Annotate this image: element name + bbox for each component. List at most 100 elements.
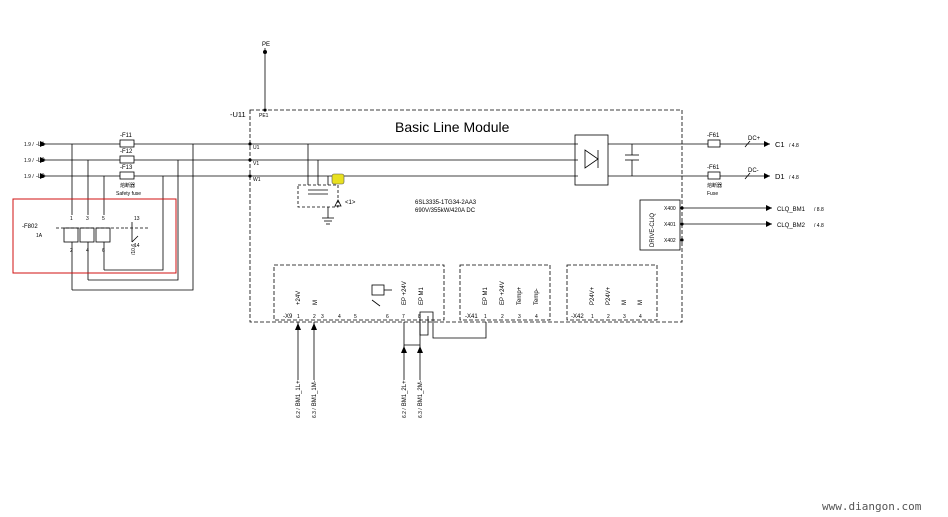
supply-label-l2: -L2 bbox=[36, 158, 45, 164]
x42-signal-2: P24V+ bbox=[606, 286, 612, 305]
arrow-right-clq1 bbox=[766, 205, 772, 211]
x9-pin-7: 7 bbox=[402, 314, 405, 320]
port-x400: X400 bbox=[664, 206, 676, 212]
u1-dot bbox=[248, 142, 252, 146]
w1-dot bbox=[248, 174, 252, 178]
x9-signal-7: EP +24V bbox=[402, 281, 408, 305]
arrow-up-4 bbox=[417, 346, 423, 353]
x9-pin-3: 3 bbox=[321, 314, 324, 320]
highlight-box bbox=[12, 198, 177, 274]
arrow-up-3 bbox=[401, 346, 407, 353]
module-rating: 690V/355kW/420A DC bbox=[415, 208, 476, 214]
v1-dot bbox=[248, 158, 252, 162]
clq-link-2-ref: / 4.8 bbox=[814, 223, 824, 229]
fuse-f12-label: -F12 bbox=[120, 149, 133, 155]
arrow-in-l1 bbox=[40, 141, 46, 147]
x42-pin-1: 1 bbox=[591, 314, 594, 320]
x42-pin-3: 3 bbox=[623, 314, 626, 320]
breaker-pole-label-1: 1 bbox=[70, 216, 73, 222]
dc-minus-label: D1 bbox=[775, 172, 785, 181]
x41-pin-3: 3 bbox=[518, 314, 521, 320]
clq-link-2-label: CLQ_BM2 bbox=[777, 223, 806, 229]
arrow-up-2 bbox=[311, 323, 317, 330]
drive-clq-box bbox=[639, 199, 681, 251]
dc-minus-ref: / 4.8 bbox=[789, 175, 799, 181]
watermark: www.diangon.com bbox=[822, 500, 922, 513]
dc-fuse-plus bbox=[707, 139, 721, 148]
x9-pin-5: 5 bbox=[354, 314, 357, 320]
x41-signal-4: Temp- bbox=[534, 288, 540, 305]
relay-contact bbox=[371, 299, 381, 307]
x9-pin-6: 6 bbox=[386, 314, 389, 320]
breaker-pole-label-14: 14 bbox=[134, 243, 140, 249]
x41-box bbox=[459, 264, 551, 321]
clq-link-1-label: CLQ_BM1 bbox=[777, 207, 806, 213]
x9-box bbox=[273, 264, 445, 321]
fuse-f12 bbox=[119, 155, 135, 164]
x9-signal-2: M bbox=[313, 300, 319, 305]
rectifier-diode-icon bbox=[584, 149, 599, 169]
return-loop-3 bbox=[104, 176, 164, 271]
clq-link-1-ref: / 8.8 bbox=[814, 207, 824, 213]
filter-box bbox=[297, 184, 339, 208]
breaker-rating: 1A bbox=[36, 233, 43, 239]
terminal-v1: V1 bbox=[253, 161, 259, 167]
arrow-in-l3 bbox=[40, 173, 46, 179]
dc-fuse-plus-label: -F61 bbox=[707, 133, 720, 139]
relay-coil bbox=[371, 284, 385, 296]
x41-pin-4: 4 bbox=[535, 314, 538, 320]
supply-label-l1: -L1 bbox=[36, 142, 45, 148]
x401-dot bbox=[680, 222, 684, 226]
supply-ref-l1: 1.9 / bbox=[24, 142, 34, 148]
x42-signal-3: M bbox=[622, 300, 628, 305]
arrow-up-1 bbox=[295, 323, 301, 330]
breaker-pole-2 bbox=[79, 227, 95, 243]
x41-pin-2: 2 bbox=[501, 314, 504, 320]
dc-fuse-minus bbox=[707, 171, 721, 180]
module-designation: -U11 bbox=[230, 110, 246, 119]
x9-signal-1: +24V bbox=[296, 291, 302, 305]
dc-minus-cut bbox=[744, 172, 751, 180]
breaker-label: -F802 bbox=[22, 224, 38, 230]
arrow-right-d1 bbox=[764, 173, 770, 179]
bottom-wire-4-label: 6.3 /BM1_2M- bbox=[418, 380, 424, 418]
x9-signal-8: EP M1 bbox=[419, 286, 425, 305]
x42-pin-2: 2 bbox=[607, 314, 610, 320]
x41-signal-2: EP +24V bbox=[500, 281, 506, 305]
supply-ref-l2: 1.9 / bbox=[24, 158, 34, 164]
dc-minus-polarity: DC- bbox=[748, 168, 759, 174]
module-box bbox=[249, 109, 683, 323]
fuse-note: 熔断器 bbox=[120, 182, 135, 189]
x9-pin-8: 8 bbox=[418, 314, 421, 320]
x42-signal-4: M bbox=[638, 300, 644, 305]
arrow-right-clq2 bbox=[766, 221, 772, 227]
breaker-pole-label-4: 4 bbox=[86, 248, 89, 254]
dc-fuse-minus-label: -F61 bbox=[707, 165, 720, 171]
drive-clq-label: DRIVE-CLiQ bbox=[650, 213, 656, 247]
x9-pin-1: 1 bbox=[297, 314, 300, 320]
fuse-f13-label: -F13 bbox=[120, 165, 133, 171]
breaker-ref: /10.6 bbox=[131, 244, 137, 255]
note-marker-text: <1> bbox=[345, 200, 356, 206]
arrow-in-l2 bbox=[40, 157, 46, 163]
x9-pin-2: 2 bbox=[313, 314, 316, 320]
terminal-w1: W1 bbox=[253, 177, 261, 183]
dc-fuse-note: 熔断器 bbox=[707, 182, 722, 189]
pe1-label: PE1 bbox=[259, 113, 269, 119]
breaker-pole-label-6: 6 bbox=[102, 248, 105, 254]
note-marker-icon bbox=[331, 173, 345, 185]
x41-signal-3: Temp+ bbox=[517, 286, 523, 305]
x41-name: -X41 bbox=[465, 314, 478, 320]
dc-fuse-caption: Fuse bbox=[707, 191, 718, 197]
x42-name: -X42 bbox=[571, 314, 584, 320]
bottom-wire-2-label: 6.3 /BM1_1M- bbox=[312, 380, 318, 418]
x41-pin-1: 1 bbox=[484, 314, 487, 320]
jumper-loop-a bbox=[403, 311, 487, 346]
return-loop-1 bbox=[72, 144, 194, 291]
fuse-caption: Safety fuse bbox=[116, 191, 141, 197]
breaker-pole-label-2: 2 bbox=[70, 248, 73, 254]
x42-box bbox=[566, 264, 658, 321]
x41-signal-1: EP M1 bbox=[483, 286, 489, 305]
